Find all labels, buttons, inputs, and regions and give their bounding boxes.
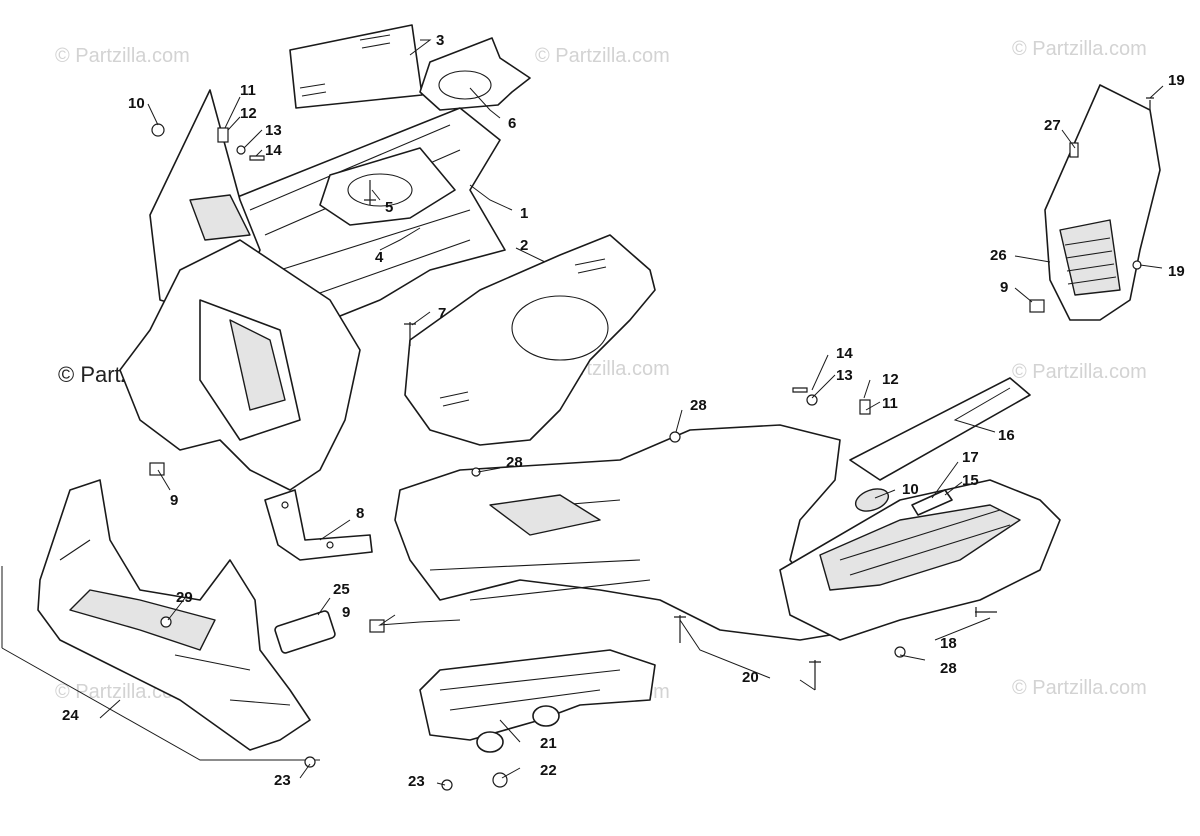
watermark-text: © Partzilla.com <box>55 45 190 67</box>
part-16-trim-strip <box>849 377 1031 481</box>
callout-28: 28 <box>506 454 523 471</box>
callout-20: 20 <box>742 669 759 686</box>
callout-11: 11 <box>240 82 256 99</box>
hardware-fasteners <box>149 97 1154 791</box>
callout-25: 25 <box>333 581 350 598</box>
part-24-belly-pan <box>37 479 311 751</box>
callout-23: 23 <box>274 772 291 789</box>
callout-6: 6 <box>508 115 516 132</box>
part-4-lower-frame <box>119 239 361 491</box>
callout-17: 17 <box>962 449 979 466</box>
part-10-vent-right <box>854 488 890 512</box>
leader-lines <box>99 39 1164 786</box>
callout-9: 9 <box>1000 279 1008 296</box>
callout-23: 23 <box>408 773 425 790</box>
watermark-text: © Partzilla.com <box>535 45 670 67</box>
callout-15: 15 <box>962 472 979 489</box>
callout-22: 22 <box>540 762 557 779</box>
callout-13: 13 <box>265 122 282 139</box>
callout-29: 29 <box>176 589 193 606</box>
part-21-heat-exchanger <box>419 649 656 753</box>
callout-19: 19 <box>1168 72 1185 89</box>
callout-28: 28 <box>940 660 957 677</box>
callout-9: 9 <box>342 604 350 621</box>
callout-19: 19 <box>1168 263 1185 280</box>
watermark-text: © Partzilla.com <box>1012 677 1147 699</box>
callout-13: 13 <box>836 367 853 384</box>
part-3-decal <box>289 24 423 109</box>
callout-2: 2 <box>520 237 528 254</box>
callout-27: 27 <box>1044 117 1061 134</box>
part-8-bracket <box>264 489 373 561</box>
callout-7: 7 <box>438 305 446 322</box>
part-1-console <box>229 107 506 321</box>
callout-10: 10 <box>128 95 145 112</box>
callout-18: 18 <box>940 635 957 652</box>
part-15-footwell <box>779 479 1061 641</box>
callout-12: 12 <box>882 371 899 388</box>
callout-11: 11 <box>882 395 898 412</box>
part-2-floor-mat <box>404 234 656 446</box>
callout-21: 21 <box>540 735 557 752</box>
callout-numbers: 1234567899910101111121213131414151617181… <box>62 32 1185 790</box>
part-6-gasket <box>419 37 531 111</box>
callout-26: 26 <box>990 247 1007 264</box>
callout-28: 28 <box>690 397 707 414</box>
callout-4: 4 <box>375 249 384 266</box>
watermark-text: © Partzilla.com <box>1012 361 1147 383</box>
callout-16: 16 <box>998 427 1015 444</box>
callout-14: 14 <box>265 142 282 159</box>
part-25-reflector <box>274 610 336 654</box>
watermark-text: © Partzilla.com <box>1012 38 1147 60</box>
callout-1: 1 <box>520 205 528 222</box>
callout-10: 10 <box>902 481 919 498</box>
callout-8: 8 <box>356 505 364 522</box>
callout-14: 14 <box>836 345 853 362</box>
callout-12: 12 <box>240 105 257 122</box>
part-26-side-vent <box>1044 84 1161 321</box>
callout-9: 9 <box>170 492 178 509</box>
callout-3: 3 <box>436 32 444 49</box>
callout-24: 24 <box>62 707 79 724</box>
callout-5: 5 <box>385 199 393 216</box>
